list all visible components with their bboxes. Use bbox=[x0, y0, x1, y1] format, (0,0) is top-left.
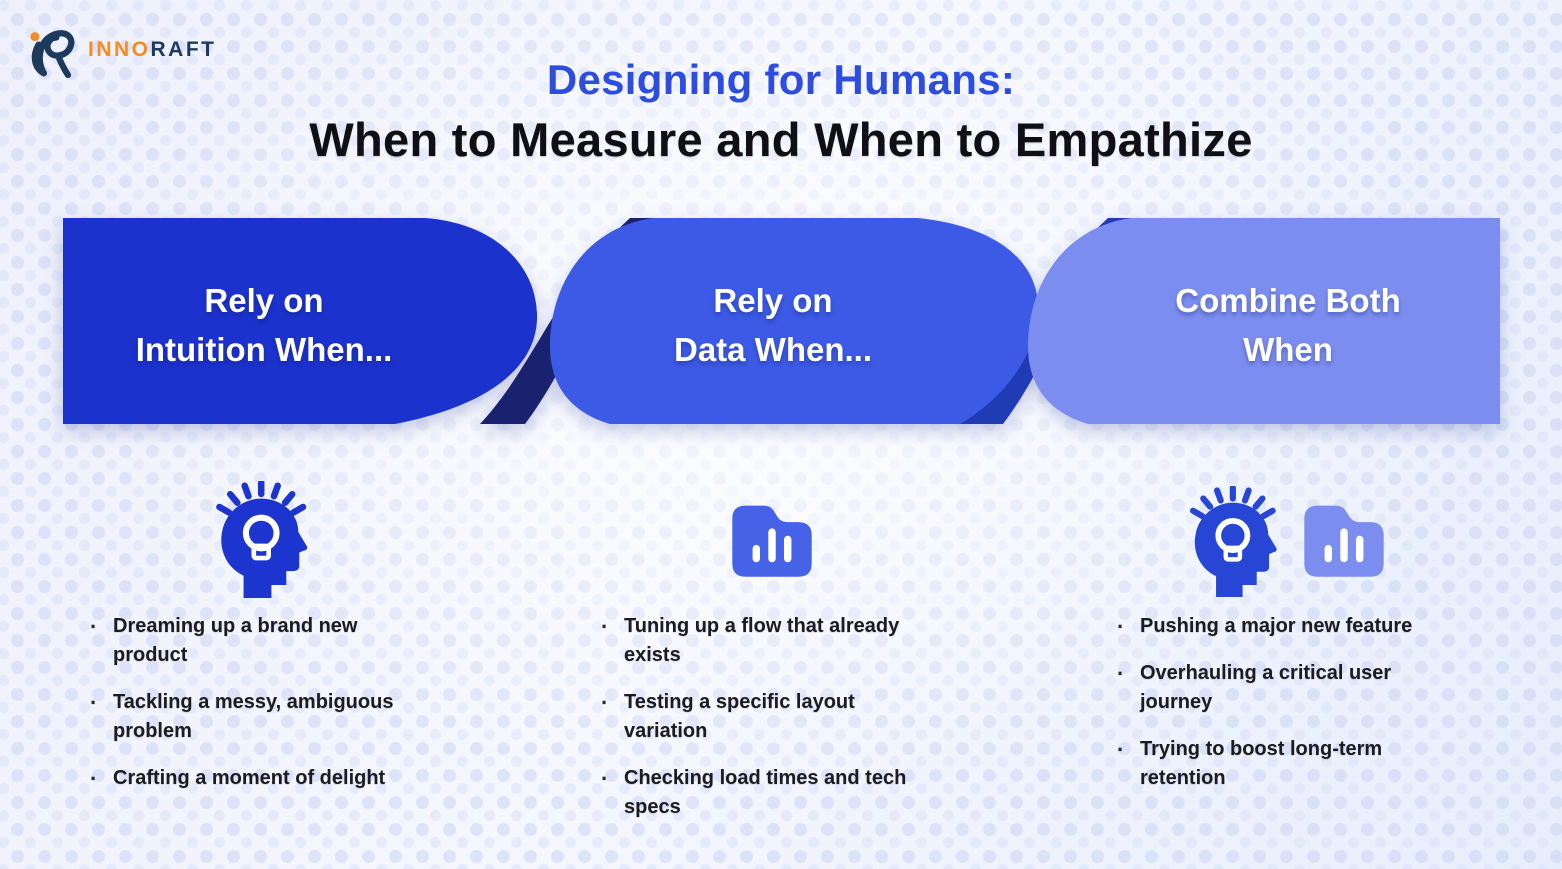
folder-analytics-icon bbox=[1304, 505, 1384, 577]
innoraft-logo: INNORAFT bbox=[26, 22, 217, 78]
list-item: · Testing a specific layout variation bbox=[601, 688, 933, 746]
head-lightbulb-icon bbox=[1189, 486, 1277, 598]
bullet-dot: · bbox=[90, 766, 98, 791]
list-item: · Crafting a moment of delight bbox=[90, 764, 422, 793]
folder-analytics-icon bbox=[732, 505, 812, 577]
banner-data-line1: Rely on bbox=[713, 282, 833, 319]
list-item: · Overhauling a critical user journey bbox=[1117, 659, 1449, 717]
bullet-dot: · bbox=[90, 690, 98, 715]
banner-data-line2: Data When... bbox=[673, 331, 873, 368]
ribbon-banner: Rely on Intuition When... Rely on Data W… bbox=[63, 218, 1500, 424]
banner-intuition-line1: Rely on bbox=[204, 282, 324, 319]
ribbon-segment-combine bbox=[1028, 218, 1500, 424]
list-item: · Checking load times and tech specs bbox=[601, 764, 933, 822]
combine-list: · Pushing a major new feature · Overhaul… bbox=[1117, 612, 1449, 811]
innoraft-logo-text: INNORAFT bbox=[88, 38, 217, 62]
ribbon-shape bbox=[63, 218, 1500, 424]
ribbon-segment-data bbox=[550, 218, 1039, 424]
banner-label-combine: Combine Both When bbox=[1068, 276, 1508, 374]
list-item-text: Pushing a major new feature bbox=[1140, 615, 1413, 637]
list-item-text: Dreaming up a brand new product bbox=[113, 615, 358, 666]
logo-word-raft: RAFT bbox=[150, 38, 217, 61]
banner-intuition-line2: Intuition When... bbox=[135, 331, 393, 368]
list-item: · Tackling a messy, ambiguous problem bbox=[90, 688, 422, 746]
banner-combine-line2: When bbox=[1243, 331, 1333, 368]
page-title-accent: Designing for Humans: bbox=[546, 56, 1016, 103]
list-item-text: Overhauling a critical user journey bbox=[1140, 662, 1392, 713]
banner-label-data: Rely on Data When... bbox=[553, 276, 993, 374]
banner-label-intuition: Rely on Intuition When... bbox=[44, 276, 484, 374]
list-item: · Pushing a major new feature bbox=[1117, 612, 1449, 641]
page-title: When to Measure and When to Empathize bbox=[309, 113, 1253, 166]
intuition-list: · Dreaming up a brand new product · Tack… bbox=[90, 612, 422, 811]
bullet-dot: · bbox=[90, 614, 98, 639]
logo-word-inno: INNO bbox=[88, 38, 151, 61]
list-item-text: Tackling a messy, ambiguous problem bbox=[113, 691, 394, 742]
bullet-dot: · bbox=[1117, 614, 1125, 639]
list-item: · Dreaming up a brand new product bbox=[90, 612, 422, 670]
list-item: · Trying to boost long-term retention bbox=[1117, 735, 1449, 793]
list-item: · Tuning up a flow that already exists bbox=[601, 612, 933, 670]
innoraft-logo-icon bbox=[30, 30, 75, 78]
list-item-text: Tuning up a flow that already exists bbox=[624, 615, 900, 666]
banner-combine-line1: Combine Both bbox=[1175, 282, 1401, 319]
list-item-text: Crafting a moment of delight bbox=[113, 767, 386, 789]
bullet-dot: · bbox=[1117, 737, 1125, 762]
list-item-text: Testing a specific layout variation bbox=[624, 691, 855, 742]
bullet-dot: · bbox=[601, 614, 609, 639]
list-item-text: Trying to boost long-term retention bbox=[1140, 738, 1383, 789]
head-lightbulb-icon bbox=[216, 481, 308, 598]
data-list: · Tuning up a flow that already exists ·… bbox=[601, 612, 933, 840]
bullet-dot: · bbox=[1117, 661, 1125, 686]
ribbon-segment-intuition bbox=[63, 218, 538, 424]
bullet-dot: · bbox=[601, 766, 609, 791]
list-item-text: Checking load times and tech specs bbox=[624, 767, 907, 818]
bullet-dot: · bbox=[601, 690, 609, 715]
